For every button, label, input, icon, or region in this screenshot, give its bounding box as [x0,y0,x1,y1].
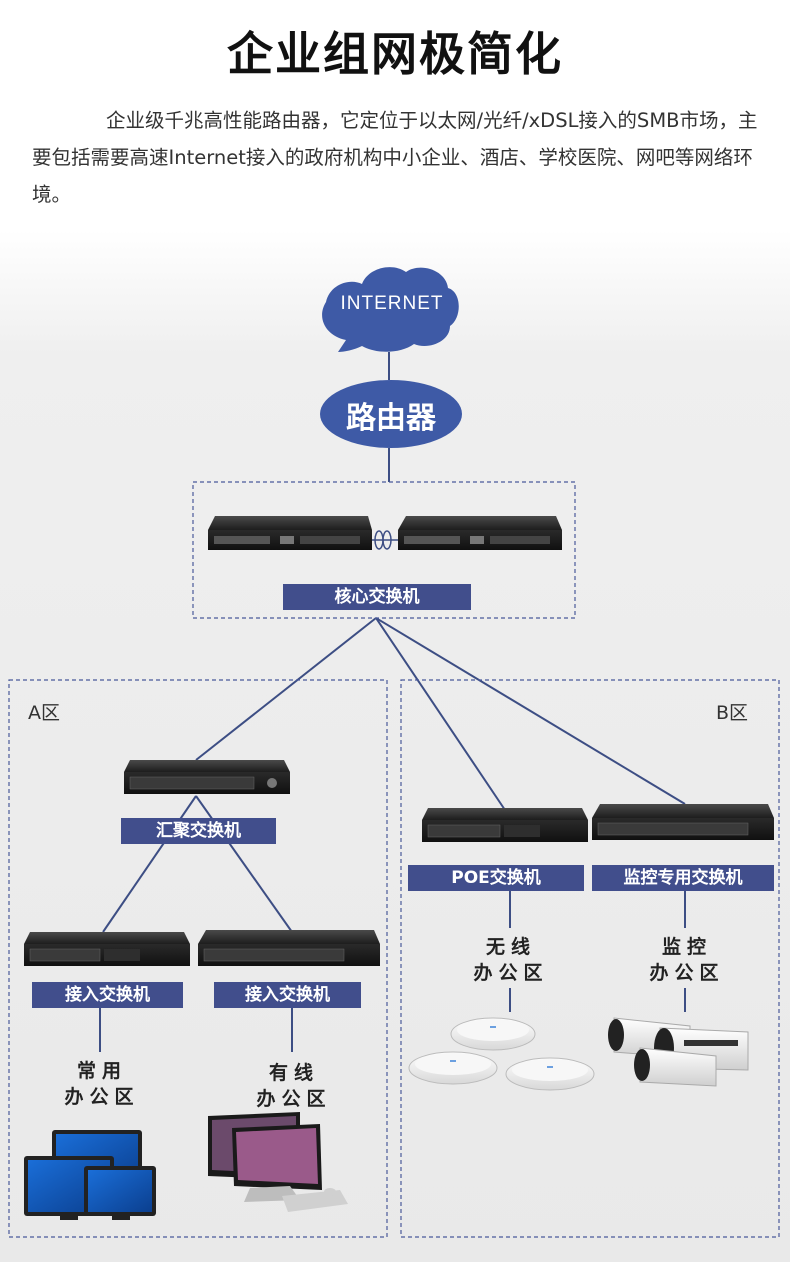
link-core-monitor [375,617,686,805]
link-core-aggregation [195,617,377,761]
core-switch-left-icon [208,516,372,550]
poe-switch-label: POE交换机 [408,865,584,891]
desktop-monitors-icon [24,1130,156,1220]
computer-icon [208,1112,348,1212]
access-switch-2-label: 接入交换机 [214,982,361,1008]
area-b-box [400,679,780,1238]
surveillance-camera-icon [608,1017,749,1087]
monitor-switch-icon [592,804,774,840]
aggregation-switch-icon [124,760,290,794]
monitor-office-line2: 办公区 [649,962,725,984]
page-title: 企业组网极简化 [227,27,563,81]
wireless-ap-icon [408,1017,595,1091]
monitor-switch-label: 监控专用交换机 [592,865,774,891]
link-core-poe [375,617,506,811]
wireless-office-line2: 办公区 [473,962,549,984]
internet-cloud-icon [322,267,459,352]
router-label: 路由器 [346,401,436,436]
access-switch-2-icon [198,930,380,966]
access-switch-1-icon [24,932,190,966]
core-switch-right-icon [398,516,562,550]
router-ellipse [320,380,462,448]
access-switch-1-label: 接入交换机 [32,982,183,1008]
monitor-office-label: 监控 办公区 [635,934,739,986]
wired-office-line2: 办公区 [256,1088,332,1110]
link-agg-access1 [102,795,197,933]
wireless-office-line1: 无线 [485,936,536,958]
core-switch-label: 核心交换机 [283,584,471,610]
stack-link-icon [372,530,398,550]
area-a-label: A区 [28,702,60,724]
link-agg-access2 [195,795,293,933]
internet-label: INTERNET [340,293,444,314]
common-office-line1: 常用 [76,1060,127,1082]
common-office-line2: 办公区 [64,1086,140,1108]
wireless-office-label: 无线 办公区 [459,934,563,986]
monitor-office-line1: 监控 [661,936,712,958]
wired-office-label: 有线 办公区 [242,1060,346,1112]
intro-paragraph: 企业级千兆高性能路由器，它定位于以太网/光纤/xDSL接入的SMB市场，主要包括… [32,109,758,206]
area-a-box [8,679,388,1238]
aggregation-switch-label: 汇聚交换机 [121,818,276,844]
core-switch-box [192,481,576,619]
wired-office-line1: 有线 [268,1062,319,1084]
area-b-label: B区 [716,702,749,724]
common-office-label: 常用 办公区 [50,1058,154,1110]
poe-switch-icon [422,808,588,842]
